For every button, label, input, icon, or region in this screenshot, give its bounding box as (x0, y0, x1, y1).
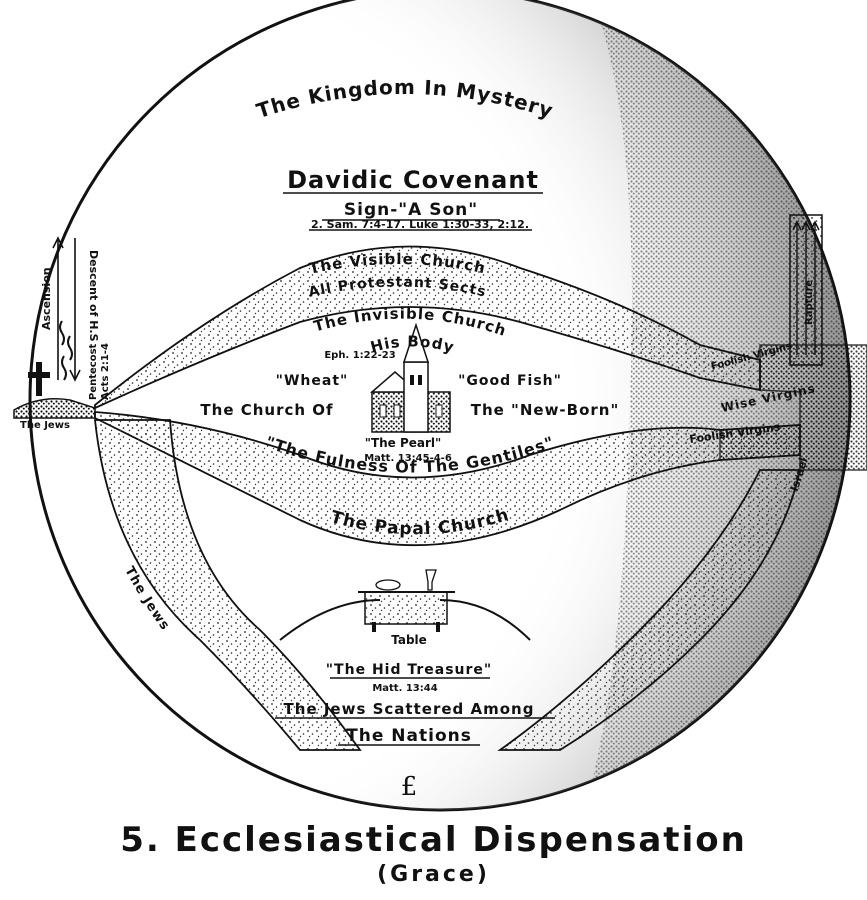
bowl-right-edge (439, 599, 531, 641)
church-building-icon (369, 322, 451, 433)
right-channel (719, 344, 867, 471)
jews-band-left (93, 419, 362, 751)
rapture-label: Rapture (804, 280, 815, 325)
covenant-sign: Sign-"A Son" (344, 200, 478, 220)
caption-title: 5. Ecclesiastical Dispensation (120, 820, 747, 860)
descent-label: Descent of H.S (87, 250, 100, 342)
covenant-heading: Davidic Covenant (287, 166, 539, 194)
pearl-ref: Matt. 13:45-4-6 (364, 453, 452, 464)
cross-icon (28, 362, 50, 396)
acts-label: Acts 2:1-4 (100, 343, 111, 400)
rapture-arrows (792, 220, 820, 355)
hid-treasure-label: "The Hid Treasure" (326, 662, 492, 678)
covenant-refs: 2. Sam. 7:4-17. Luke 1:30-33, 2:12. (311, 218, 529, 231)
monogram: £ (401, 772, 418, 802)
pearl-label: "The Pearl" (365, 436, 442, 450)
israel-band (497, 469, 802, 751)
nations-label: The Nations (346, 726, 472, 746)
caption-subtitle: (Grace) (377, 862, 490, 887)
wheat-label: "Wheat" (276, 373, 349, 389)
table-label: Table (391, 633, 427, 647)
good-fish-label: "Good Fish" (458, 373, 562, 389)
eph-ref: Eph. 1:22-23 (324, 350, 395, 361)
new-born-label: The "New-Born" (471, 401, 620, 419)
ascension-arrow (52, 236, 64, 380)
church-of-label: The Church Of (200, 401, 333, 419)
descent-arrow (69, 238, 81, 382)
flames-icon (59, 320, 73, 381)
pentecost-label: Pentecost (88, 343, 99, 400)
ascension-label: Ascension (40, 267, 53, 330)
table-icon (358, 569, 455, 632)
scattered-label: The Jews Scattered Among (284, 700, 535, 718)
hid-treasure-ref: Matt. 13:44 (372, 683, 437, 694)
underlines (275, 192, 555, 746)
the-jews-ground-label: The Jews (20, 420, 70, 431)
